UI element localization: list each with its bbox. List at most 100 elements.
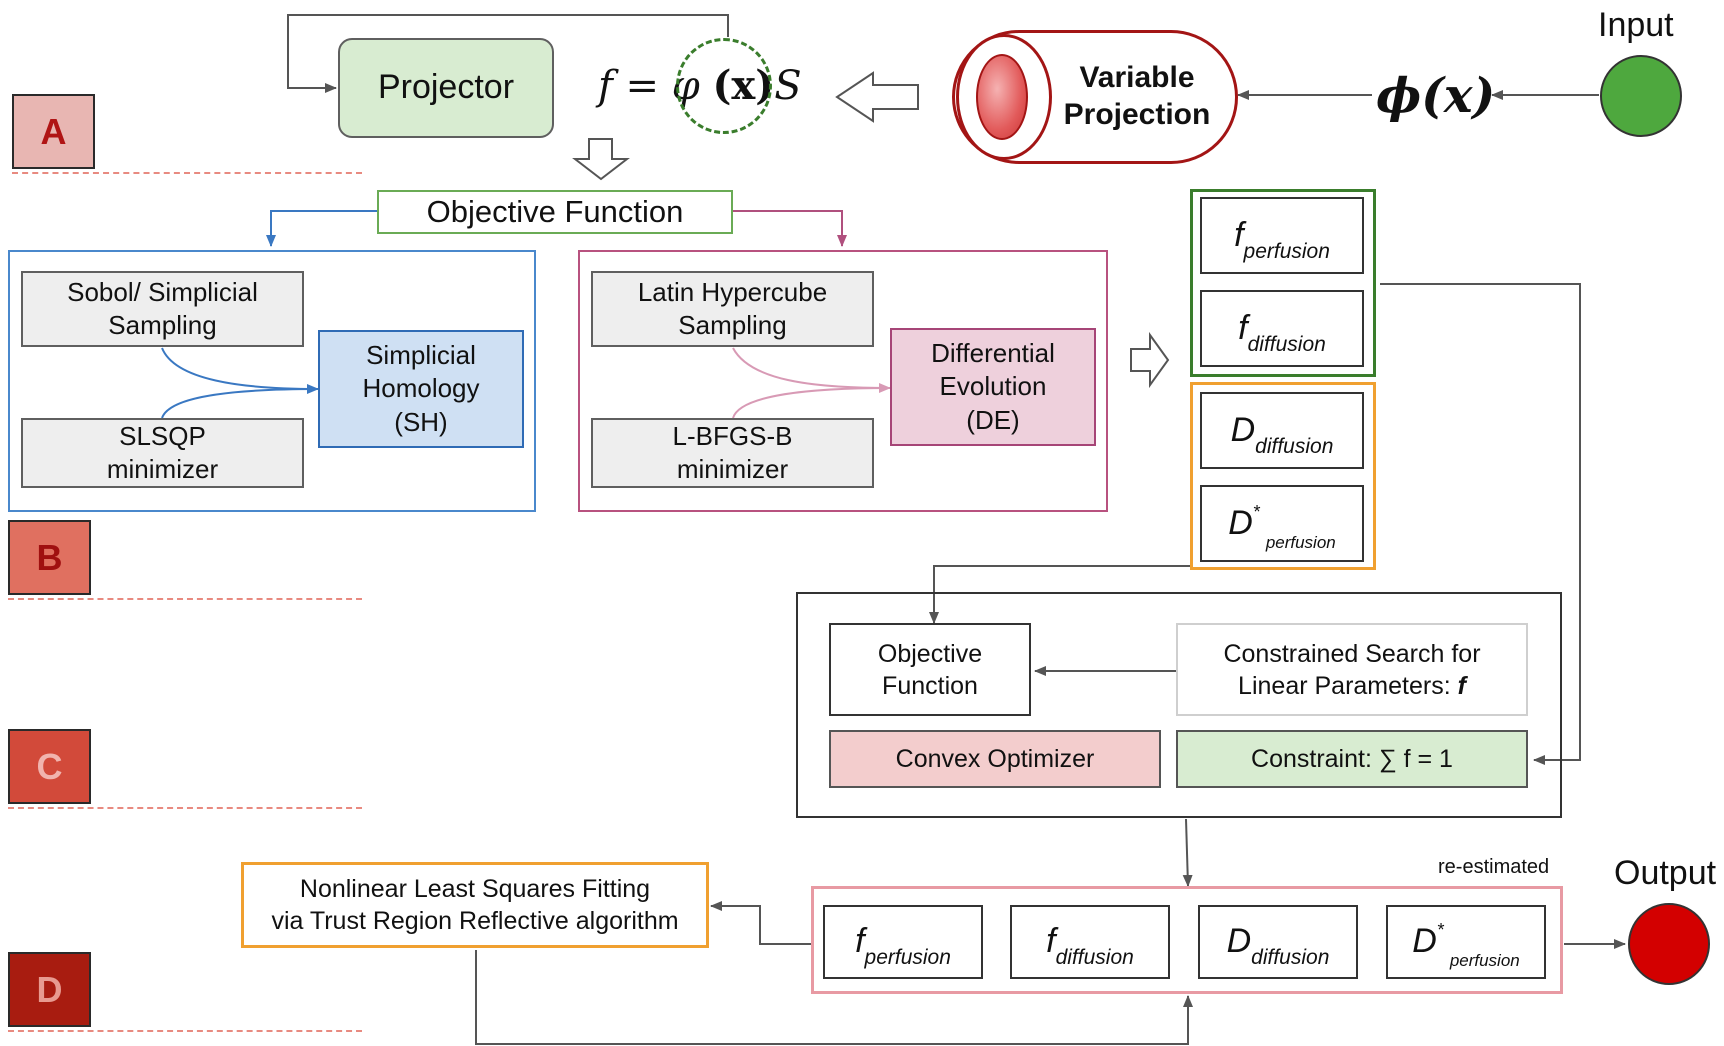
nlls-feedback-arrow bbox=[475, 950, 1193, 1045]
convex-optimizer-box: Convex Optimizer bbox=[829, 730, 1161, 788]
re-param-f-diffusion-sym: f bbox=[1046, 922, 1056, 961]
formula-s: S bbox=[774, 63, 802, 109]
output-node bbox=[1628, 903, 1710, 985]
label-c: C bbox=[8, 729, 91, 804]
reestimated-label: re-estimated bbox=[1438, 856, 1550, 878]
param-d-diffusion-sub: diffusion bbox=[1255, 434, 1334, 458]
param-d-diffusion: Ddiffusion bbox=[1200, 392, 1364, 469]
slsqp-line2: minimizer bbox=[106, 454, 219, 484]
param-f-perfusion: fperfusion bbox=[1200, 197, 1364, 274]
variable-projection-text: Variable Projection bbox=[1052, 60, 1222, 133]
divider-a bbox=[12, 172, 362, 174]
latin-line1: Latin Hypercube bbox=[637, 276, 828, 307]
label-a: A bbox=[12, 94, 95, 169]
re-param-d-diffusion: Ddiffusion bbox=[1198, 905, 1358, 979]
re-param-f-diffusion-sub: diffusion bbox=[1055, 946, 1134, 970]
sh-line2: Homology bbox=[362, 373, 480, 404]
vp-line1: Variable bbox=[1079, 61, 1195, 94]
slsqp-to-sh-curve bbox=[161, 388, 319, 419]
re-param-f-perfusion: fperfusion bbox=[823, 905, 983, 979]
sobol-line2: Sampling bbox=[108, 310, 217, 340]
formula-lhs: f bbox=[598, 63, 613, 109]
label-d: D bbox=[8, 952, 91, 1027]
de-line2: Evolution bbox=[939, 371, 1047, 402]
divider-b bbox=[8, 598, 362, 600]
param-f-perfusion-sub: perfusion bbox=[1243, 239, 1330, 263]
projector-to-objective-arrow bbox=[572, 138, 630, 181]
de-panel bbox=[578, 250, 1108, 512]
de-line1: Differential bbox=[931, 338, 1055, 369]
label-b: B bbox=[8, 520, 91, 595]
convex-objective-line1: Objective bbox=[877, 639, 983, 668]
re-param-f-perfusion-sub: perfusion bbox=[864, 946, 951, 970]
sh-line1: Simplicial bbox=[366, 340, 476, 371]
objective-to-sh-arrow bbox=[266, 210, 377, 247]
objective-function-label: Objective Function bbox=[426, 194, 684, 230]
projector-feedback-arrow bbox=[287, 14, 729, 93]
convex-optimizer-label: Convex Optimizer bbox=[895, 745, 1095, 773]
convex-panel bbox=[796, 592, 1562, 818]
input-label: Input bbox=[1598, 6, 1674, 44]
fparams-to-constraint-arrow bbox=[1380, 283, 1581, 765]
slsqp-line1: SLSQP bbox=[119, 420, 206, 451]
objective-to-de-arrow bbox=[733, 210, 847, 247]
constrained-search-line1: Constrained Search for bbox=[1223, 639, 1481, 668]
output-label: Output bbox=[1614, 854, 1717, 892]
panels-to-params-arrow bbox=[1130, 331, 1170, 389]
reestimated-group bbox=[811, 886, 1563, 994]
f-params-group bbox=[1190, 189, 1376, 377]
objective-function-box: Objective Function bbox=[377, 190, 733, 234]
sobol-line1: Sobol/ Simplicial bbox=[67, 276, 258, 307]
param-d-diffusion-sym: D bbox=[1230, 410, 1256, 449]
re-param-f-diffusion: fdiffusion bbox=[1010, 905, 1170, 979]
lbfgsb-line1: L-BFGS-B bbox=[672, 420, 793, 451]
lbfgsb-to-de-curve bbox=[732, 387, 891, 419]
constrained-search-f: f bbox=[1457, 671, 1466, 700]
dparams-to-objective-arrow bbox=[929, 565, 1193, 624]
divider-c bbox=[8, 807, 362, 809]
constrained-search-line2: Linear Parameters: bbox=[1238, 671, 1451, 700]
param-dstar-perfusion-sub: perfusion bbox=[1265, 532, 1336, 552]
formula-eq: = bbox=[625, 63, 660, 109]
de-line3: (DE) bbox=[966, 404, 1020, 435]
re-param-dstar-perfusion-sub: perfusion bbox=[1449, 951, 1520, 971]
param-dstar-perfusion: D*perfusion bbox=[1200, 485, 1364, 562]
variable-projection-cylinder: Variable Projection bbox=[952, 30, 1238, 164]
sh-panel bbox=[8, 250, 536, 512]
param-f-diffusion-sym: f bbox=[1238, 308, 1248, 347]
re-param-d-diffusion-sub: diffusion bbox=[1251, 946, 1330, 970]
constraint-box: Constraint: ∑ f = 1 bbox=[1176, 730, 1528, 788]
d-params-group bbox=[1190, 382, 1376, 570]
param-f-perfusion-sym: f bbox=[1234, 215, 1244, 254]
param-dstar-perfusion-sup: * bbox=[1252, 501, 1260, 522]
input-node bbox=[1600, 55, 1682, 137]
convex-objective-line2: Function bbox=[882, 671, 978, 700]
lbfgsb-line2: minimizer bbox=[676, 454, 789, 484]
re-param-dstar-perfusion: D*perfusion bbox=[1386, 905, 1546, 979]
sh-line3: (SH) bbox=[394, 406, 448, 437]
projector-label: Projector bbox=[377, 68, 515, 107]
re-param-dstar-perfusion-sup: * bbox=[1436, 920, 1444, 941]
projector-box: Projector bbox=[338, 38, 554, 138]
latin-line2: Sampling bbox=[678, 310, 787, 340]
nlls-line2: via Trust Region Reflective algorithm bbox=[271, 907, 679, 935]
vp-line2: Projection bbox=[1063, 97, 1211, 131]
cylinder-end-inner bbox=[976, 54, 1028, 140]
vp-to-formula-arrow bbox=[835, 71, 919, 123]
nlls-line1: Nonlinear Least Squares Fitting bbox=[299, 875, 651, 903]
phi-input: ϕ(x) bbox=[1376, 68, 1496, 124]
re-param-f-perfusion-sym: f bbox=[855, 922, 865, 961]
re-param-dstar-perfusion-sym: D bbox=[1412, 922, 1437, 961]
param-dstar-perfusion-sym: D bbox=[1228, 503, 1253, 542]
param-f-diffusion: fdiffusion bbox=[1200, 290, 1364, 367]
convex-to-reestimated-arrow bbox=[1182, 818, 1193, 887]
